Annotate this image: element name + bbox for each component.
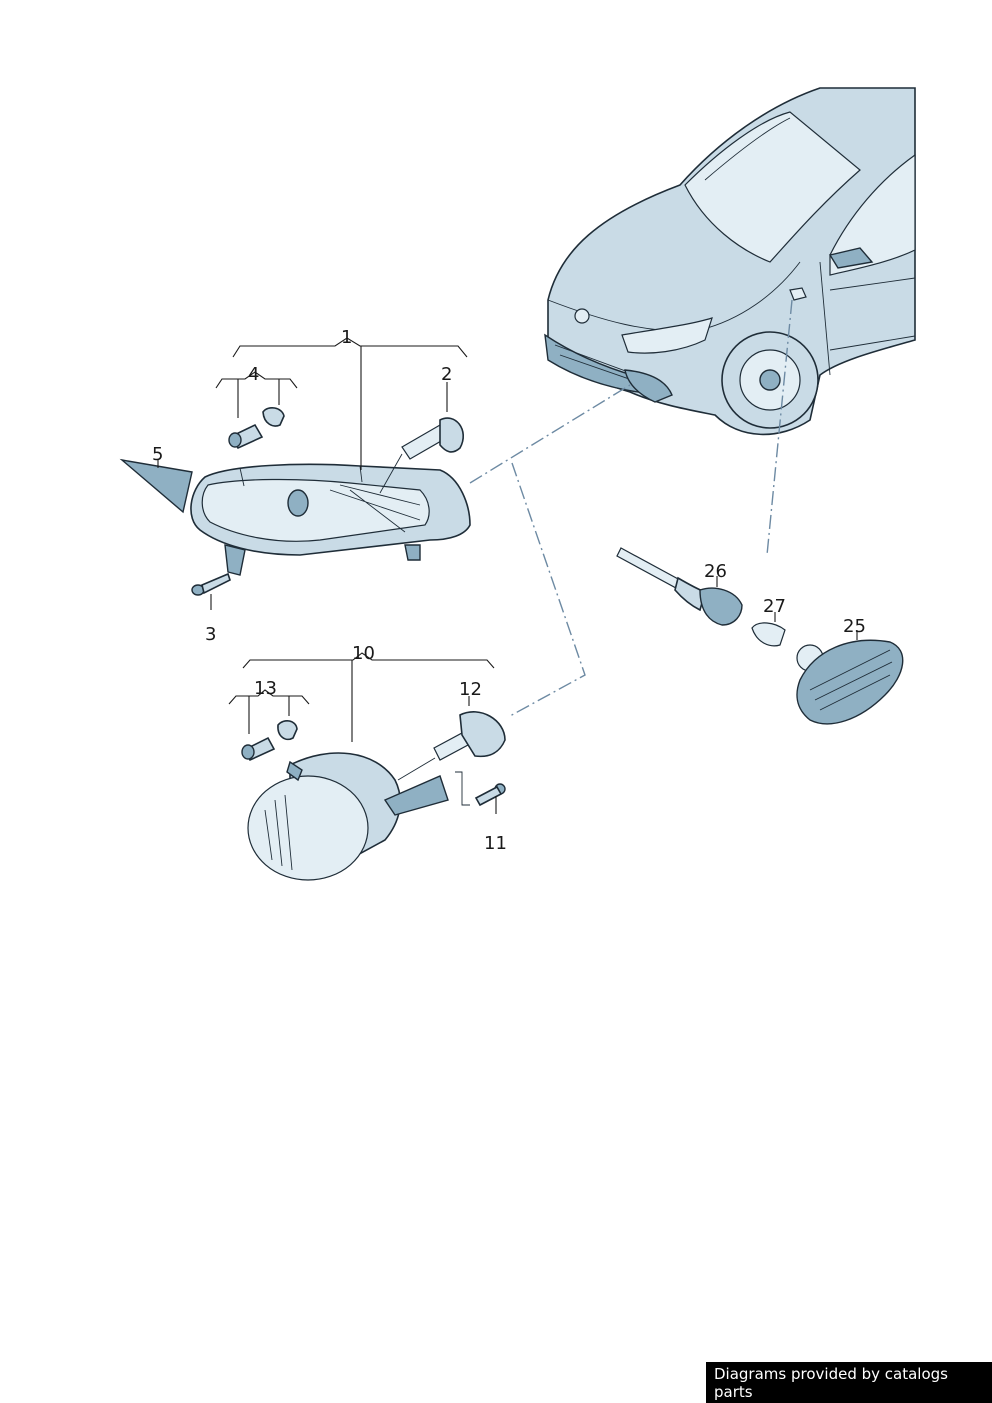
part-13-fixings <box>241 720 298 762</box>
footer-credit-text: Diagrams provided by catalogs parts <box>714 1364 948 1401</box>
part-25-side-marker <box>796 639 904 725</box>
part-11-screw <box>455 771 506 807</box>
part-12-bulb <box>397 711 506 781</box>
callout-26: 26 <box>704 561 727 582</box>
callout-12: 12 <box>459 679 482 700</box>
callout-labels: 1 2 3 4 5 10 11 12 13 25 26 27 <box>152 327 866 854</box>
part-10-fog-lamp <box>247 752 449 881</box>
callout-2: 2 <box>441 364 452 385</box>
part-4-fixings <box>228 407 285 450</box>
part-3-screw <box>191 572 231 596</box>
part-2-bulb <box>379 417 464 494</box>
callout-3: 3 <box>205 624 216 645</box>
callout-13: 13 <box>254 678 277 699</box>
callout-27: 27 <box>763 596 786 617</box>
part-5-trim <box>119 458 193 514</box>
part-27-bulb <box>751 622 786 647</box>
callout-1: 1 <box>341 327 352 348</box>
leader-lines <box>469 299 793 717</box>
footer-credit: Diagrams provided by catalogs parts <box>706 1362 992 1403</box>
car-front-illustration <box>544 87 916 436</box>
callout-leaders <box>157 337 858 814</box>
callout-10: 10 <box>352 643 375 664</box>
callout-4: 4 <box>248 364 259 385</box>
callout-25: 25 <box>843 616 866 637</box>
callout-11: 11 <box>484 833 507 854</box>
part-26-socket <box>616 547 743 626</box>
part-1-light-housing <box>190 463 471 576</box>
callout-5: 5 <box>152 444 163 465</box>
